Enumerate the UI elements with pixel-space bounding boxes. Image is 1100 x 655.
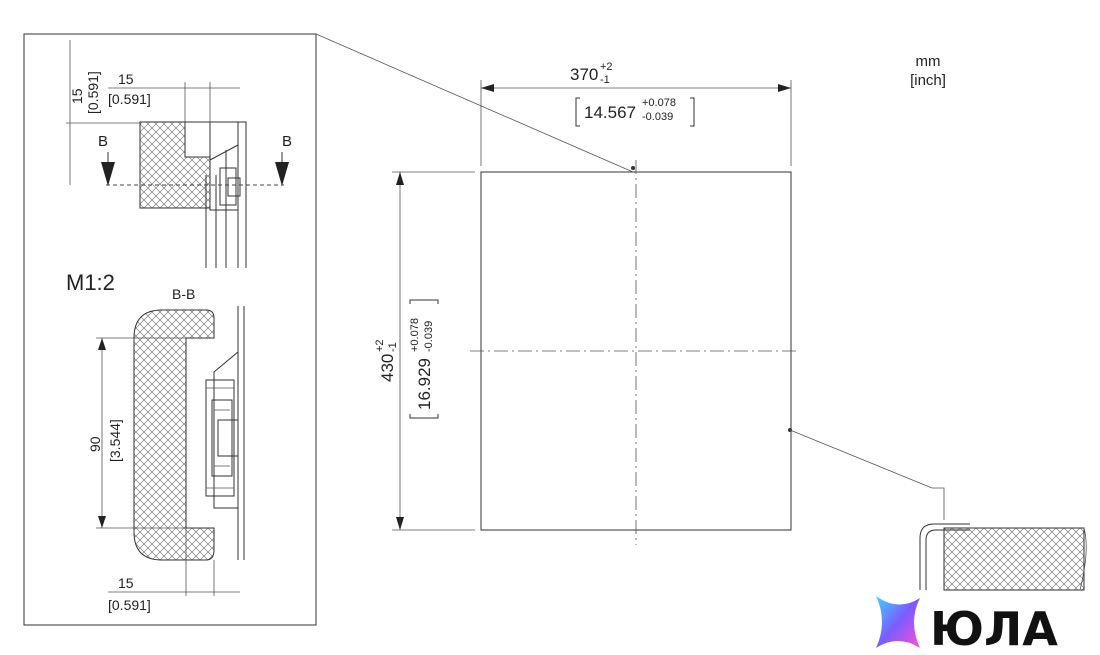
bracket-left	[575, 97, 580, 127]
logo-wordmark: ЮЛА	[930, 602, 1058, 655]
logo: ЮЛА	[876, 596, 1058, 655]
section-arrow-left	[101, 162, 115, 186]
bracket-right	[690, 97, 695, 127]
dim-width-inch: 14.567	[584, 103, 636, 122]
dim-section-height-arrow-bot	[98, 516, 106, 528]
dim-width-tol-lower: -1	[600, 74, 610, 86]
dim-height-inch-upper: +0.078	[409, 318, 421, 352]
dim-width-mm: 370	[570, 65, 598, 84]
section-panel	[237, 306, 245, 560]
dim-height-inch: 16.929	[415, 358, 434, 410]
dim-top-offset-inch: [0.591]	[85, 71, 101, 114]
section-mechanism-lines	[206, 387, 234, 489]
dim-top-width-mm: 15	[118, 71, 134, 87]
bracket-left-v	[409, 414, 439, 419]
units-secondary: [inch]	[910, 72, 946, 89]
leader-dot-top	[631, 166, 635, 170]
dim-height-arrow-bot	[396, 517, 404, 530]
dim-width-label: 370 +2 -1	[570, 61, 613, 86]
section-bb: B-B 90 [3.544] 15 [0.591]	[87, 286, 245, 613]
dim-width-inch-label: 14.567 +0.078 -0.039	[575, 97, 695, 127]
leader-line-edge	[789, 429, 945, 520]
dim-width-inch-lower: -0.039	[642, 111, 673, 123]
dim-width-inch-upper: +0.078	[642, 97, 676, 109]
top-detail-hatch-right	[184, 121, 211, 158]
top-detail: B B 15 [0.591] 15 [0.591]	[66, 40, 292, 268]
top-detail-mechanism	[209, 144, 241, 211]
edge-detail-bezel	[919, 523, 970, 590]
cutout: 370 +2 -1 14.567 +0.078 -0.039 430 +2 -1…	[374, 61, 945, 545]
dim-height-arrow-top	[396, 172, 404, 185]
logo-star-icon	[876, 596, 920, 648]
dim-top-offset-mm: 15	[69, 88, 85, 104]
section-marker-left: B	[98, 133, 108, 150]
dim-width-arrow-right	[778, 84, 791, 92]
dim-section-height-arrow-top	[98, 338, 106, 350]
section-profile	[133, 309, 215, 561]
section-arrow-right	[275, 162, 289, 186]
dim-bottom-width-inch: [0.591]	[108, 597, 151, 613]
dim-top-width-inch: [0.591]	[108, 91, 151, 107]
bracket-right-v	[409, 299, 439, 304]
dim-section-height-mm: 90	[87, 436, 103, 452]
scale-label: M1:2	[66, 270, 115, 295]
dim-height-tol-lower: -1	[387, 342, 399, 352]
edge-detail-edge	[1079, 527, 1087, 591]
leader-line-top	[315, 33, 634, 173]
detail-frame	[23, 33, 317, 626]
dim-height-tol-upper: +2	[374, 339, 386, 352]
section-marker-right: B	[282, 133, 292, 150]
dim-width-arrow-left	[481, 84, 494, 92]
units-primary: mm	[916, 53, 941, 70]
section-mechanism	[205, 350, 239, 509]
dim-height-inch-lower: -0.039	[423, 321, 435, 352]
dim-bottom-width-mm: 15	[118, 575, 134, 591]
edge-detail-hatch	[943, 527, 1085, 591]
dim-height-label: 430 +2 -1	[374, 339, 399, 382]
edge-detail	[919, 523, 1087, 591]
units-label: mm [inch]	[910, 53, 946, 89]
dim-height-mm: 430	[378, 354, 397, 382]
dim-height-inch-label: 16.929 +0.078 -0.039	[409, 299, 439, 419]
section-label: B-B	[172, 286, 195, 302]
dim-section-height-inch: [3.544]	[107, 419, 123, 462]
dim-width-tol-upper: +2	[600, 61, 613, 73]
